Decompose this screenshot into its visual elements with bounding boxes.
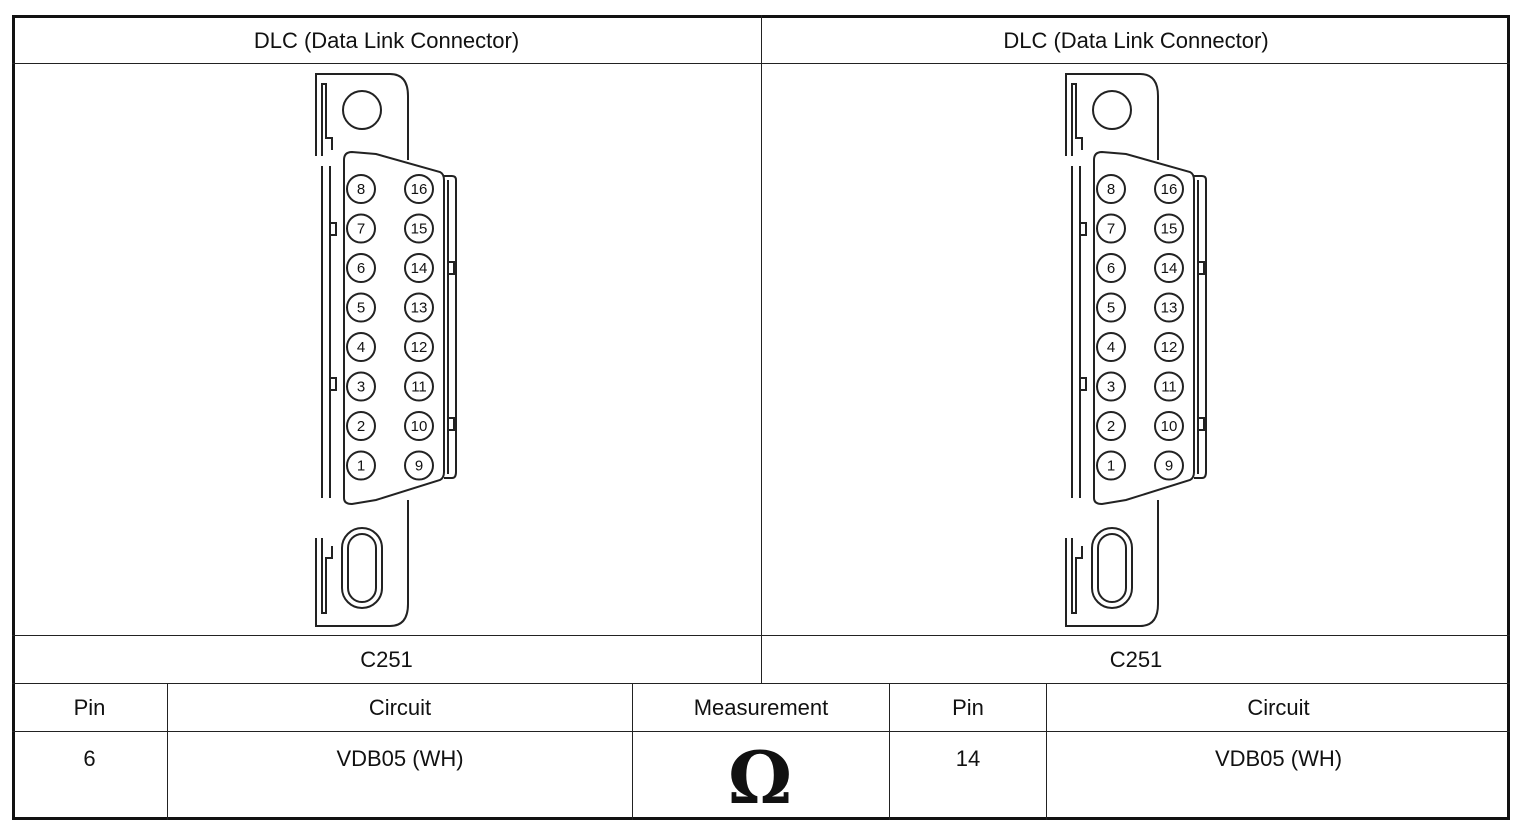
mount-tab-top [1065, 73, 1159, 160]
pin-label: 14 [1161, 260, 1178, 277]
pin-label: 12 [411, 339, 428, 356]
dlc-connector-drawing-right: 8 7 6 5 4 3 2 1 16 15 14 13 12 11 10 9 [1050, 68, 1220, 633]
connector-rail [321, 166, 331, 498]
pin-9: 9 [1154, 450, 1184, 481]
pin-4: 4 [1096, 332, 1126, 362]
divider-col-4 [1046, 683, 1047, 820]
pin-label: 8 [357, 181, 365, 198]
header-circuit-2: Circuit [1247, 694, 1310, 720]
pin-14: 14 [404, 253, 434, 283]
pin-label: 13 [1161, 300, 1178, 317]
pin-label: 2 [1107, 418, 1115, 435]
pin-16: 16 [404, 174, 434, 204]
pin-label: 16 [1161, 181, 1178, 198]
pin-label: 7 [357, 221, 365, 238]
pin-label: 5 [357, 300, 365, 317]
pin-8: 8 [346, 174, 376, 204]
pin-15: 15 [1154, 213, 1184, 244]
mount-tab-bottom [1065, 500, 1159, 627]
pin-7: 7 [1096, 213, 1126, 244]
row-pin-1: 6 [83, 746, 96, 771]
pin-label: 9 [415, 458, 423, 475]
connector-title-left: DLC (Data Link Connector) [253, 27, 520, 53]
mount-hole-top-icon [1092, 90, 1132, 130]
connector-id-left: C251 [360, 646, 413, 672]
pin-10: 10 [1154, 411, 1184, 441]
connector-title-right: DLC (Data Link Connector) [1003, 27, 1269, 53]
pin-label: 12 [1161, 339, 1178, 356]
pin-12: 12 [404, 332, 434, 362]
pin-15: 15 [404, 213, 434, 244]
pin-label: 1 [1107, 458, 1115, 475]
pin-label: 11 [411, 379, 427, 396]
pin-label: 1 [357, 458, 365, 475]
mount-tab-top [315, 73, 409, 160]
pin-10: 10 [404, 411, 434, 441]
pin-label: 7 [1107, 221, 1115, 238]
pin-7: 7 [346, 213, 376, 244]
connector-face [343, 150, 445, 506]
pin-14: 14 [1154, 253, 1184, 283]
header-pin-1: Pin [73, 694, 106, 720]
header-circuit-1: Circuit [368, 694, 432, 720]
divider-col-3 [889, 683, 890, 820]
pin-3: 3 [1096, 371, 1126, 402]
mount-slot-bottom-icon [1091, 527, 1133, 609]
connector-face [1093, 150, 1195, 506]
pin-13: 13 [404, 292, 434, 323]
header-pin-2: Pin [952, 694, 984, 720]
pin-5: 5 [346, 292, 376, 323]
row-pin-2: 14 [955, 746, 981, 771]
pin-label: 15 [1161, 221, 1178, 238]
header-measurement: Measurement [693, 694, 829, 720]
pin-label: 5 [1107, 300, 1115, 317]
divider-table-row [12, 731, 1510, 732]
divider-col-2 [632, 683, 633, 820]
pin-label: 8 [1107, 181, 1115, 198]
ohm-measurement-icon: Ω [728, 735, 793, 820]
pin-5: 5 [1096, 292, 1126, 323]
pin-6: 6 [1096, 253, 1126, 283]
pin-label: 3 [357, 379, 365, 396]
pin-label: 10 [1161, 418, 1178, 435]
pin-16: 16 [1154, 174, 1184, 204]
pin-1: 1 [1096, 450, 1126, 481]
mount-slot-bottom-icon [341, 527, 383, 609]
pin-11: 11 [1154, 371, 1184, 402]
pin-label: 6 [1107, 260, 1115, 277]
pin-label: 11 [1161, 379, 1177, 396]
mount-hole-top-icon [342, 90, 382, 130]
connector-rail [1071, 166, 1081, 498]
pin-label: 14 [411, 260, 428, 277]
connector-id-right: C251 [1109, 646, 1163, 672]
row-circuit-2: VDB05 (WH) [1214, 746, 1343, 771]
divider-col-1 [167, 683, 168, 820]
pin-label: 6 [357, 260, 365, 277]
mount-tab-bottom [315, 500, 409, 627]
dlc-connector-drawing-left: 8 7 6 5 4 3 2 1 16 15 14 13 12 11 10 9 [300, 68, 470, 633]
pin-2: 2 [1096, 411, 1126, 441]
pin-4: 4 [346, 332, 376, 362]
pin-label: 10 [411, 418, 428, 435]
pin-label: 16 [411, 181, 428, 198]
pin-12: 12 [1154, 332, 1184, 362]
pin-13: 13 [1154, 292, 1184, 323]
pin-label: 13 [411, 300, 428, 317]
pin-11: 11 [404, 371, 434, 402]
pin-label: 4 [1107, 339, 1115, 356]
pin-6: 6 [346, 253, 376, 283]
divider-connectors [761, 15, 762, 684]
pin-label: 2 [357, 418, 365, 435]
pin-label: 4 [357, 339, 365, 356]
pin-3: 3 [346, 371, 376, 402]
pin-label: 15 [411, 221, 428, 238]
pin-1: 1 [346, 450, 376, 481]
row-circuit-1: VDB05 (WH) [336, 746, 464, 771]
pin-label: 3 [1107, 379, 1115, 396]
pin-label: 9 [1165, 458, 1173, 475]
pin-8: 8 [1096, 174, 1126, 204]
pin-9: 9 [404, 450, 434, 481]
pin-2: 2 [346, 411, 376, 441]
